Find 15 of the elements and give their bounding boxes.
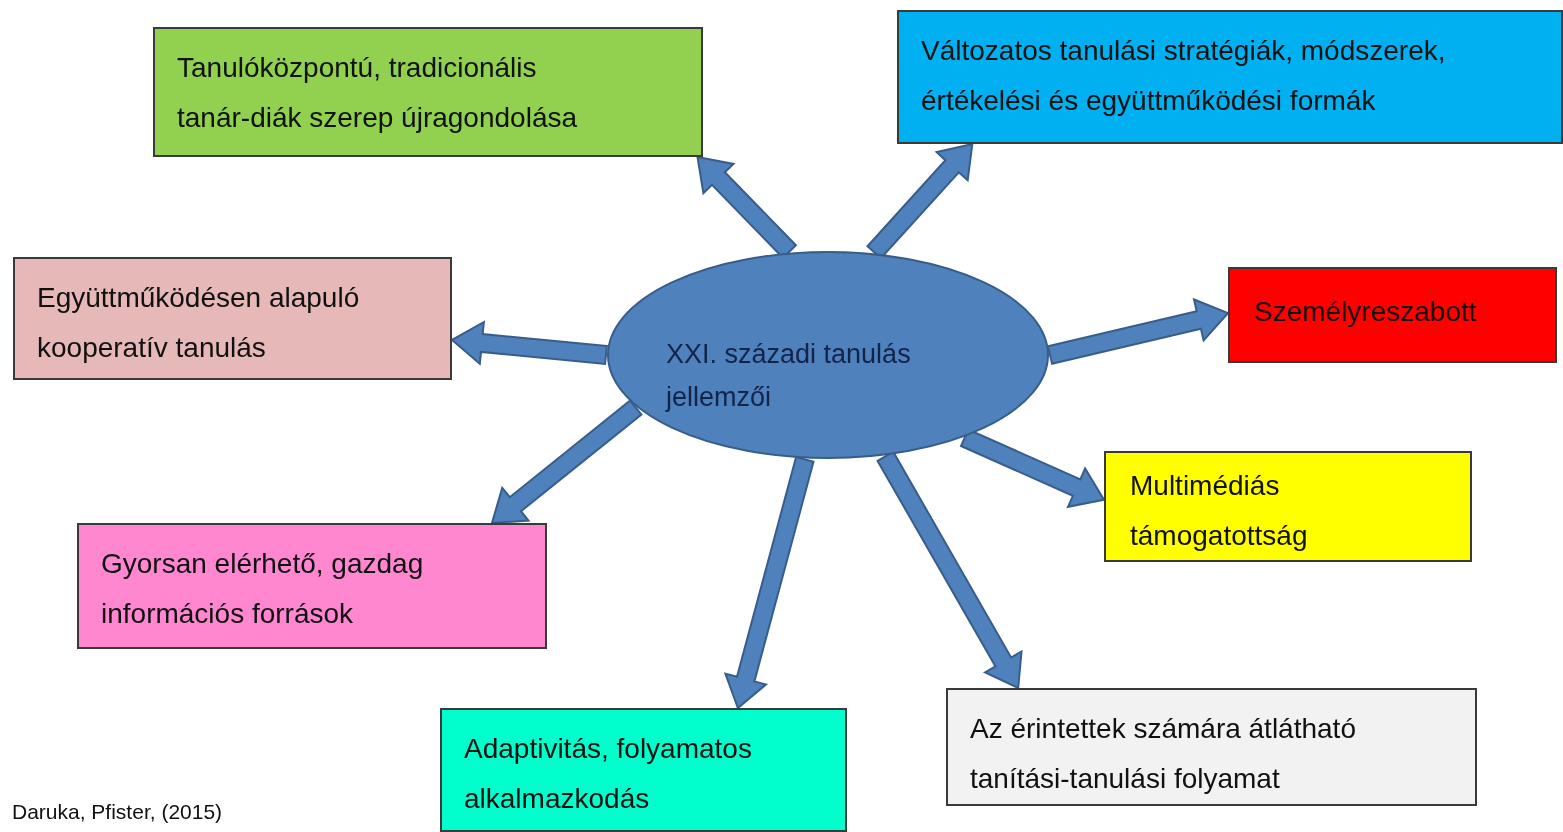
block-arrow <box>723 455 815 710</box>
text-box: Multimédiás támogatottság <box>1104 451 1472 562</box>
citation-text: Daruka, Pfister, (2015) <box>12 800 223 824</box>
text-box: Személyreszabott <box>1228 267 1557 363</box>
block-arrow <box>1046 297 1230 365</box>
text-box: Együttműködésen alapuló kooperatív tanulás <box>13 257 452 380</box>
text-box: Gyorsan elérhető, gazdag információs források <box>77 523 547 649</box>
text-box: Az érintettek számára átlátható tanítási-tanulási folyamat <box>946 688 1477 806</box>
ellipse-node <box>606 250 1050 460</box>
text-box: Adaptivitás, folyamatos alkalmazkodás <box>440 708 847 832</box>
node-text: XXI. századi tanulás jellemzői <box>666 338 912 415</box>
text-box: Változatos tanulási stratégiák, módszerek, értékelési és együttműködési formák <box>897 10 1563 144</box>
block-arrow <box>450 320 608 366</box>
text-box: Tanulóközpontú, tradicionális tanár-diák szerep újragondolása <box>153 27 703 157</box>
block-arrow <box>490 399 643 525</box>
